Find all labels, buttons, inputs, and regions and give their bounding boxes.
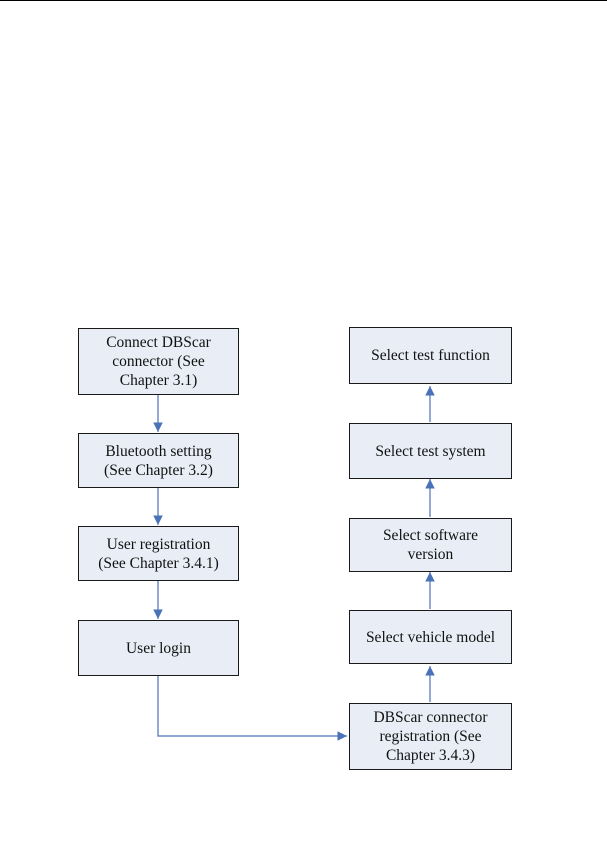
step-text-line: version [383, 545, 478, 564]
step-select-test-function: Select test function [349, 327, 512, 384]
step-text-line: connector (See [106, 352, 211, 371]
step-text-line: Bluetooth setting [104, 442, 213, 461]
step-text-line: User registration [98, 535, 219, 554]
step-text-line: Select test function [371, 346, 490, 365]
step-text-line: Chapter 3.4.3) [373, 746, 487, 765]
arrow-login-to-connector-registration [158, 676, 347, 736]
step-user-login: User login [78, 620, 239, 676]
step-text-line: registration (See [373, 727, 487, 746]
step-select-vehicle-model: Select vehicle model [349, 610, 512, 664]
step-bluetooth-setting: Bluetooth setting (See Chapter 3.2) [78, 433, 239, 488]
step-text-line: Select test system [375, 442, 485, 461]
step-text-line: (See Chapter 3.2) [104, 461, 213, 480]
step-text-line: DBScar connector [373, 708, 487, 727]
step-select-software-version: Select software version [349, 518, 512, 572]
step-select-test-system: Select test system [349, 423, 512, 479]
step-text-line: User login [126, 639, 191, 658]
step-text-line: (See Chapter 3.4.1) [98, 554, 219, 573]
step-text-line: Select software [383, 526, 478, 545]
step-connect-connector: Connect DBScar connector (See Chapter 3.… [78, 328, 239, 395]
step-text-line: Chapter 3.1) [106, 371, 211, 390]
step-user-registration: User registration (See Chapter 3.4.1) [78, 526, 239, 581]
step-text-line: Select vehicle model [366, 628, 495, 647]
step-text-line: Connect DBScar [106, 333, 211, 352]
step-connector-registration: DBScar connector registration (See Chapt… [349, 703, 512, 770]
